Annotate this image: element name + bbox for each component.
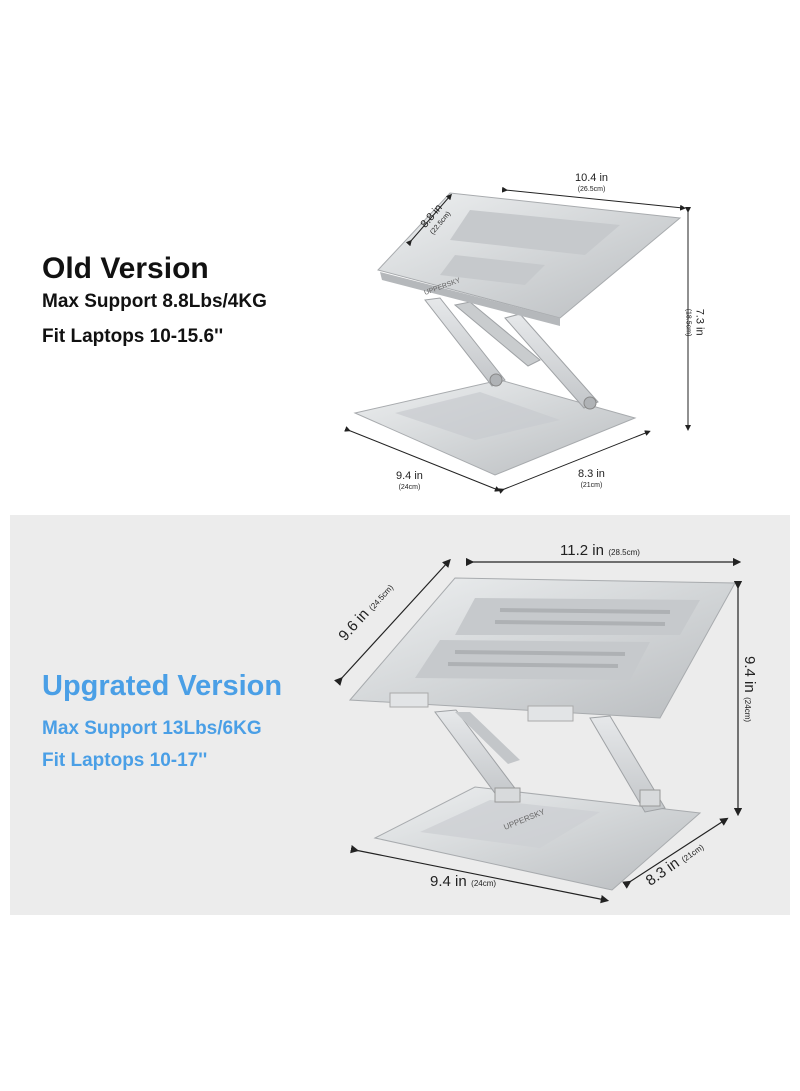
upgraded-dim-line-base-depth [622, 817, 729, 889]
old-arm-right [504, 313, 599, 409]
old-dim-base-depth: 8.3 in (21cm) [578, 468, 605, 489]
upgraded-dim-height: 9.4 in (24cm) [741, 655, 759, 723]
old-dim-line-top-width [501, 186, 686, 211]
upgraded-dim-line-depth [334, 558, 451, 686]
upgraded-dim-base-width: 9.4 in (24cm) [430, 873, 497, 890]
upgraded-version-fit: Fit Laptops 10-17'' [42, 750, 208, 771]
old-arm-left [424, 297, 506, 387]
old-version-fit: Fit Laptops 10-15.6'' [42, 326, 224, 347]
old-dim-base-width: 9.4 in (24cm) [396, 470, 423, 491]
upgraded-arm-right [589, 715, 666, 813]
old-dim-line-base-width [344, 426, 501, 492]
upgraded-dim-top-width: 11.2 in (28.5cm) [560, 542, 640, 559]
upgraded-version-title: Upgrated Version [42, 670, 283, 702]
upgraded-dim-line-base-width [350, 845, 610, 904]
old-dim-line-depth [405, 193, 452, 247]
upgraded-version-support: Max Support 13Lbs/6KG [42, 718, 262, 739]
old-version-title: Old Version [42, 252, 209, 285]
old-dim-line-base-depth [498, 430, 651, 494]
old-version-support: Max Support 8.8Lbs/4KG [42, 291, 267, 312]
old-dim-top-width: 10.4 in (26.5cm) [575, 172, 609, 193]
